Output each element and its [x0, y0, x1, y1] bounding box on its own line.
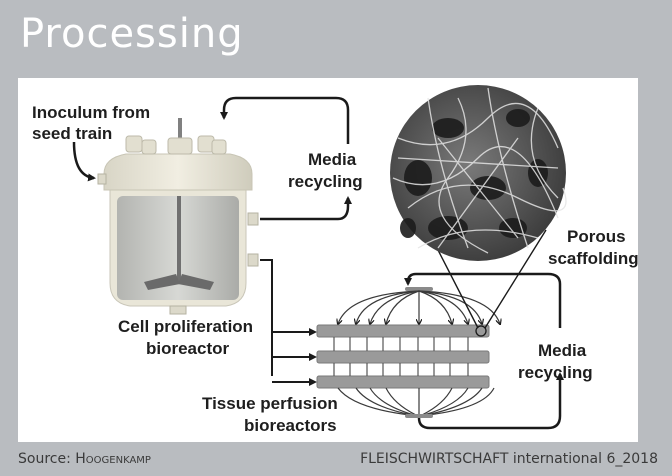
- label-media-recycling-top-line1: Media: [308, 150, 357, 169]
- page-title: Processing: [20, 11, 244, 57]
- inoculum-arrow: [72, 141, 96, 182]
- source-name: Hoogenkamp: [75, 451, 151, 467]
- porous-scaffold-micrograph: [390, 85, 567, 261]
- process-diagram: Inoculum from seed train Media recycling…: [32, 85, 638, 435]
- source-prefix: Source:: [18, 451, 76, 467]
- label-porous-line2: scaffolding: [548, 249, 638, 268]
- media-recycling-top-arrow-out: [220, 96, 350, 144]
- label-tissue-perfusion-line2: bioreactors: [244, 416, 337, 435]
- cell-proliferation-bioreactor: [97, 118, 259, 315]
- feed-line: [260, 259, 273, 376]
- zoom-line-left: [437, 249, 479, 329]
- label-cell-proliferation-line1: Cell proliferation: [118, 317, 253, 336]
- media-recycling-top-arrow-in: [260, 196, 352, 221]
- zoom-line-right: [484, 229, 547, 329]
- diagram-panel: Inoculum from seed train Media recycling…: [18, 78, 638, 442]
- label-media-recycling-bottom-line2: recycling: [518, 363, 593, 382]
- publication-credit: FLEISCHWIRTSCHAFT international 6_2018: [360, 451, 658, 467]
- label-media-recycling-top-line2: recycling: [288, 172, 363, 191]
- label-inoculum-line1: Inoculum from: [32, 103, 150, 122]
- source-credit: Source: Hoogenkamp: [18, 451, 151, 467]
- media-recycling-bottom-arrow-out: [404, 272, 562, 328]
- label-media-recycling-bottom-line1: Media: [538, 341, 587, 360]
- label-inoculum-line2: seed train: [32, 124, 112, 143]
- label-porous-line1: Porous: [567, 227, 626, 246]
- label-tissue-perfusion-line1: Tissue perfusion: [202, 394, 338, 413]
- media-recycling-bottom-arrow-in: [417, 372, 564, 430]
- label-cell-proliferation-line2: bioreactor: [146, 339, 230, 358]
- tissue-perfusion-bioreactor-stack: [316, 287, 500, 418]
